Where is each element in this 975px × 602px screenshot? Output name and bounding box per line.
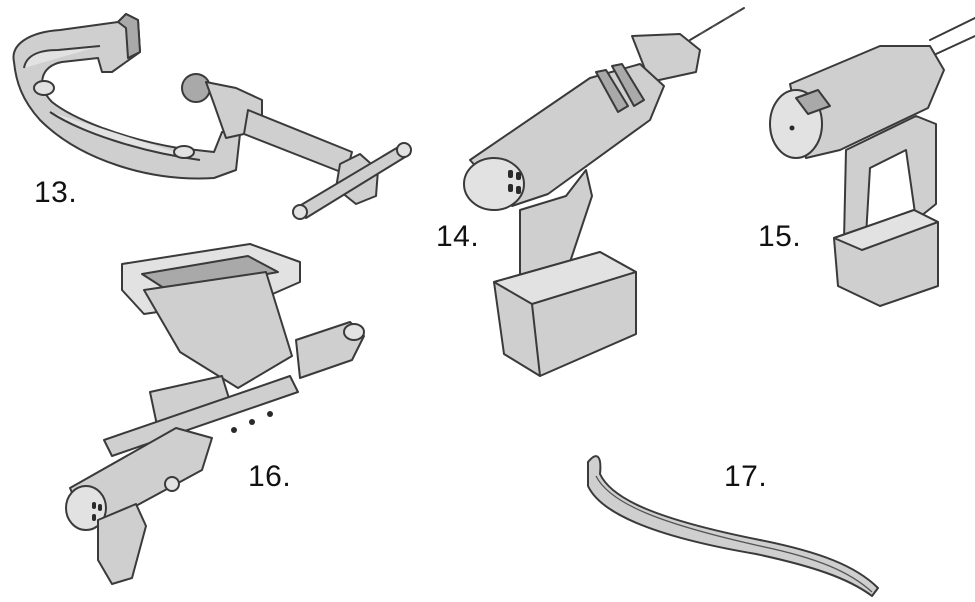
bone-lever-icon [587,455,879,597]
cordless-drill-icon [463,7,745,377]
label-14: 14. [436,220,480,253]
label-17: 17. [724,460,768,493]
label-13: 13. [34,176,78,209]
c-clamp-icon [12,13,412,220]
label-16: 16. [248,460,292,493]
cement-gun-icon [65,243,365,585]
label-15: 15. [758,220,802,253]
surgical-saw-icon [769,17,975,307]
